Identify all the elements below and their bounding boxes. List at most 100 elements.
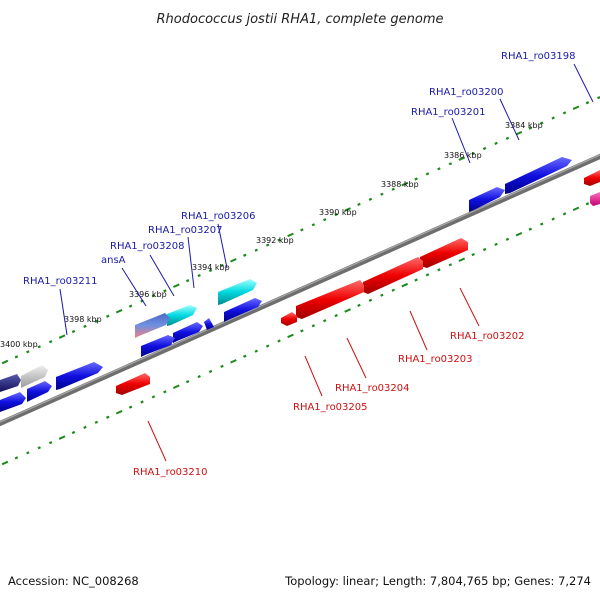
tick-dot <box>551 217 555 221</box>
gene-arrow-forward[interactable] <box>224 298 262 322</box>
gene-arrow-forward[interactable] <box>141 335 175 357</box>
tick-major <box>230 258 237 263</box>
tick-dot <box>323 218 327 222</box>
gene-arrow-reverse[interactable] <box>590 192 600 206</box>
forward-leader-lines <box>59 63 594 336</box>
gene-arrow-forward[interactable] <box>218 279 257 305</box>
kbp-label: 3392 kbp <box>256 236 294 245</box>
tick-dot <box>185 279 190 283</box>
gene-arrow-forward[interactable] <box>0 392 26 412</box>
tick-dot <box>368 197 373 201</box>
tick-dot <box>425 172 430 176</box>
tick-dot <box>197 273 201 278</box>
tick-major <box>230 359 237 364</box>
gene-label[interactable]: RHA1_ro03205 <box>293 402 368 413</box>
gene-arrow-forward[interactable] <box>135 313 170 338</box>
tick-dot <box>106 415 110 419</box>
tick-dot <box>391 288 395 292</box>
tick-dot <box>277 339 281 343</box>
genome-backbone <box>0 153 600 427</box>
tick-major <box>458 257 466 262</box>
tick-dot <box>71 329 76 334</box>
tick-dot <box>48 340 53 344</box>
tick-major <box>572 206 580 212</box>
gene-arrow-forward[interactable] <box>21 365 48 388</box>
tick-major <box>515 130 523 136</box>
tick-dot <box>254 248 258 252</box>
gene-label[interactable]: RHA1_ro03204 <box>335 383 410 394</box>
tick-dot <box>277 238 281 242</box>
kbp-label: 3396 kbp <box>129 290 167 299</box>
gene-arrow-forward[interactable] <box>173 322 203 343</box>
gene-label[interactable]: RHA1_ro03211 <box>23 276 98 287</box>
gene-label[interactable]: RHA1_ro03202 <box>450 331 525 342</box>
tick-dot <box>300 329 304 333</box>
gene-arrow-forward[interactable] <box>27 381 52 402</box>
tick-dot <box>311 223 316 227</box>
gene-label[interactable]: RHA1_ro03208 <box>110 241 185 252</box>
tick-major <box>58 435 66 440</box>
tick-dot <box>220 263 224 267</box>
tick-dot <box>83 425 87 429</box>
tick-dot <box>163 390 167 394</box>
tick-dot <box>334 212 338 217</box>
tick-dot <box>311 324 316 328</box>
tick-dot <box>140 400 144 404</box>
tick-dot <box>265 243 270 247</box>
lower-tick-track <box>1 197 600 466</box>
accession-text: Accession: NC_008268 <box>8 574 139 588</box>
kbp-label: 3390 kbp <box>319 208 357 217</box>
tick-dot <box>334 313 338 318</box>
tick-dot <box>368 298 373 302</box>
tick-major <box>458 156 466 161</box>
tick-dot <box>208 268 213 273</box>
gene-label[interactable]: RHA1_ro03210 <box>133 467 208 478</box>
tick-major <box>115 409 123 415</box>
gene-arrow-reverse[interactable] <box>296 280 364 319</box>
gene-label[interactable]: RHA1_ro03200 <box>429 87 504 98</box>
tick-major <box>515 231 523 237</box>
tick-dot <box>265 344 270 348</box>
tick-dot <box>494 242 498 246</box>
forward-gene-labels: RHA1_ro03198 RHA1_ro03200 RHA1_ro03201 R… <box>23 51 576 287</box>
tick-dot <box>482 247 487 252</box>
forward-genes <box>0 157 572 412</box>
gene-arrow-reverse[interactable] <box>363 257 423 294</box>
gene-arrow-reverse[interactable] <box>584 170 600 186</box>
gene-arrow-forward[interactable] <box>204 318 214 330</box>
gene-arrow-forward[interactable] <box>505 157 572 194</box>
tick-dot <box>37 345 41 349</box>
gene-arrow-reverse[interactable] <box>420 238 468 268</box>
reverse-genes <box>116 170 600 395</box>
tick-major <box>401 282 409 288</box>
tick-dot <box>585 202 590 206</box>
gene-label[interactable]: RHA1_ro03198 <box>501 51 576 62</box>
gene-label[interactable]: ansA <box>101 255 126 266</box>
gene-arrow-forward[interactable] <box>56 362 103 390</box>
kbp-label: 3386 kbp <box>444 151 482 160</box>
map-title: Rhodococcus jostii RHA1, complete genome <box>157 12 444 27</box>
gene-label[interactable]: RHA1_ro03201 <box>411 107 486 118</box>
gene-arrow-reverse[interactable] <box>116 373 150 395</box>
tick-dot <box>151 294 156 298</box>
gene-arrow-forward[interactable] <box>167 305 197 326</box>
tick-major <box>344 308 351 313</box>
gene-label[interactable]: RHA1_ro03206 <box>181 211 256 222</box>
tick-dot <box>437 167 441 171</box>
tick-dot <box>243 253 247 257</box>
gene-label[interactable]: RHA1_ro03207 <box>148 225 223 236</box>
kbp-label: 3398 kbp <box>64 315 102 324</box>
tick-dot <box>14 456 19 460</box>
tick-dot <box>71 430 76 435</box>
gene-label[interactable]: RHA1_ro03203 <box>398 354 473 365</box>
gene-arrow-forward[interactable] <box>469 187 505 212</box>
tick-dot <box>128 405 133 409</box>
tick-dot <box>562 111 567 115</box>
tick-dot <box>437 268 441 272</box>
tick-dot <box>562 212 567 216</box>
kbp-label: 3394 kbp <box>192 263 230 272</box>
gene-arrow-forward[interactable] <box>0 374 21 392</box>
tick-dot <box>539 222 544 226</box>
tick-dot <box>48 441 53 445</box>
gene-arrow-reverse[interactable] <box>281 312 297 326</box>
